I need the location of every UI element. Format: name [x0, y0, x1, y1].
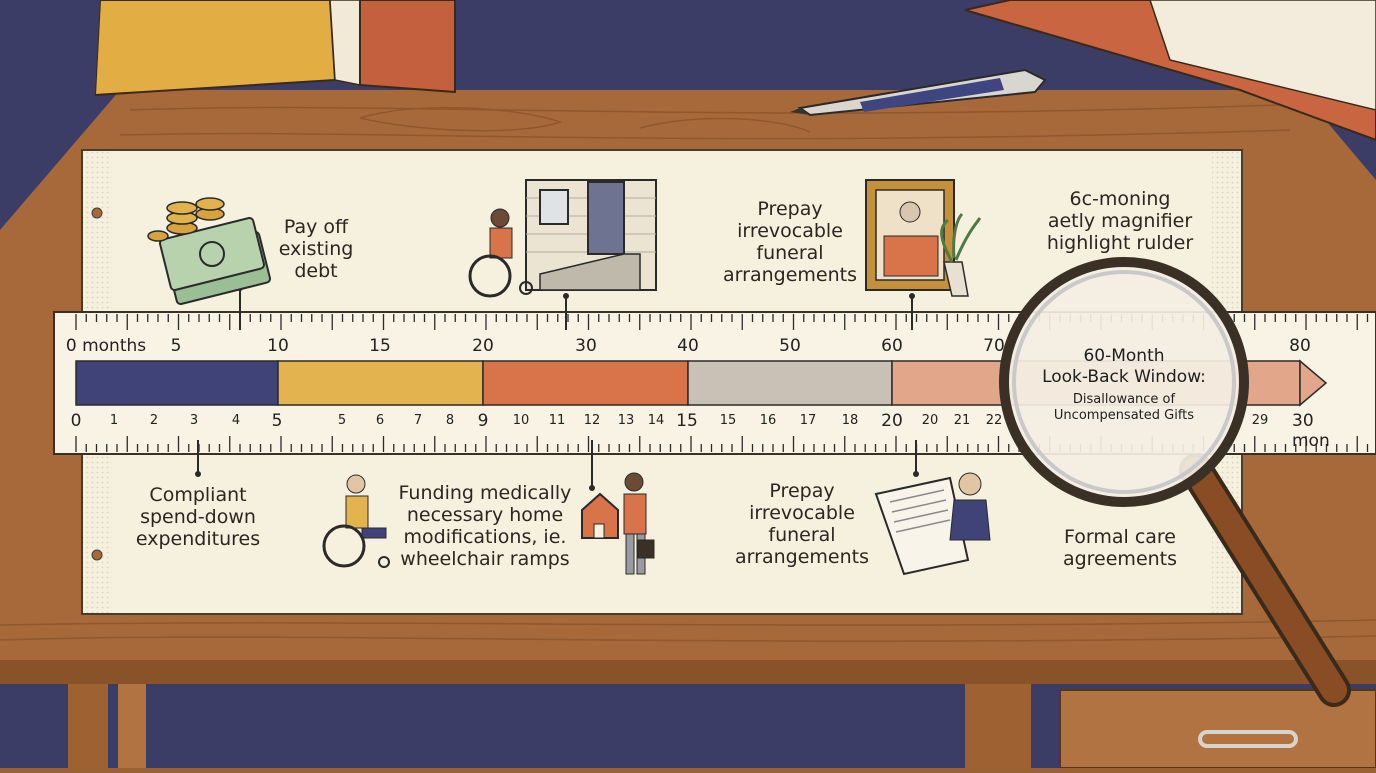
money-icon	[147, 197, 272, 305]
ruler-top-label: 60	[881, 336, 903, 356]
ruler-bottom-label: 5	[337, 413, 347, 428]
ruler-bottom-label: 3	[189, 413, 199, 428]
ruler-top-label: 70	[983, 336, 1005, 356]
wheelchair-person-icon	[322, 474, 390, 568]
ruler-bottom-label: 13	[617, 413, 635, 428]
ruler-bottom-label: 0	[70, 411, 82, 431]
ruler-bottom-label: 1	[109, 413, 119, 428]
ruler-bottom-label: 10	[512, 413, 530, 428]
ruler-bottom-label: 20	[881, 411, 903, 431]
ruler-bottom-label: 4	[231, 413, 241, 428]
ruler-bottom-label: 15	[676, 411, 698, 431]
ruler-top-label: 50	[779, 336, 801, 356]
magnifier-icon	[999, 257, 1351, 707]
ruler-bottom-label: 8	[445, 413, 455, 428]
ruler-top-label: 10	[267, 336, 289, 356]
ruler-bottom-label: 21	[953, 413, 971, 428]
ruler-bottom-label: 30 mon	[1292, 411, 1330, 451]
ruler-bottom-label: 15	[719, 413, 737, 428]
ruler-top-label: 40	[677, 336, 699, 356]
ruler-top-label: 5	[170, 336, 182, 356]
ruler-bottom-label: 11	[548, 413, 566, 428]
ruler-bottom-label: 2	[149, 413, 159, 428]
ruler-bottom-label: 20	[921, 413, 939, 428]
ruler-top-label: 0 months	[65, 336, 147, 356]
signing-document-icon	[874, 472, 991, 576]
ruler-bottom-label: 9	[477, 411, 489, 431]
funeral-portrait-icon	[865, 179, 982, 297]
ruler-top-label: 15	[369, 336, 391, 356]
ruler-bottom-label: 16	[759, 413, 777, 428]
ruler-top-label: 30	[575, 336, 597, 356]
ruler-top-label: 80	[1289, 336, 1311, 356]
ruler-bottom-label: 22	[985, 413, 1003, 428]
wheelchair-ramp-icon	[468, 179, 657, 298]
ruler-top-label: 20	[472, 336, 494, 356]
ruler-bottom-label: 18	[841, 413, 859, 428]
pen-icon	[790, 68, 1047, 117]
ruler-bottom-label: 14	[647, 413, 665, 428]
ruler-bottom-label: 17	[799, 413, 817, 428]
ruler-bottom-label: 12	[583, 413, 601, 428]
ruler-bottom-label: 6	[375, 413, 385, 428]
ruler-bottom-label: 7	[413, 413, 423, 428]
ruler-bottom-label: 29	[1251, 413, 1269, 428]
house-model-person-icon	[581, 472, 655, 575]
ruler-bottom-label: 5	[271, 411, 283, 431]
